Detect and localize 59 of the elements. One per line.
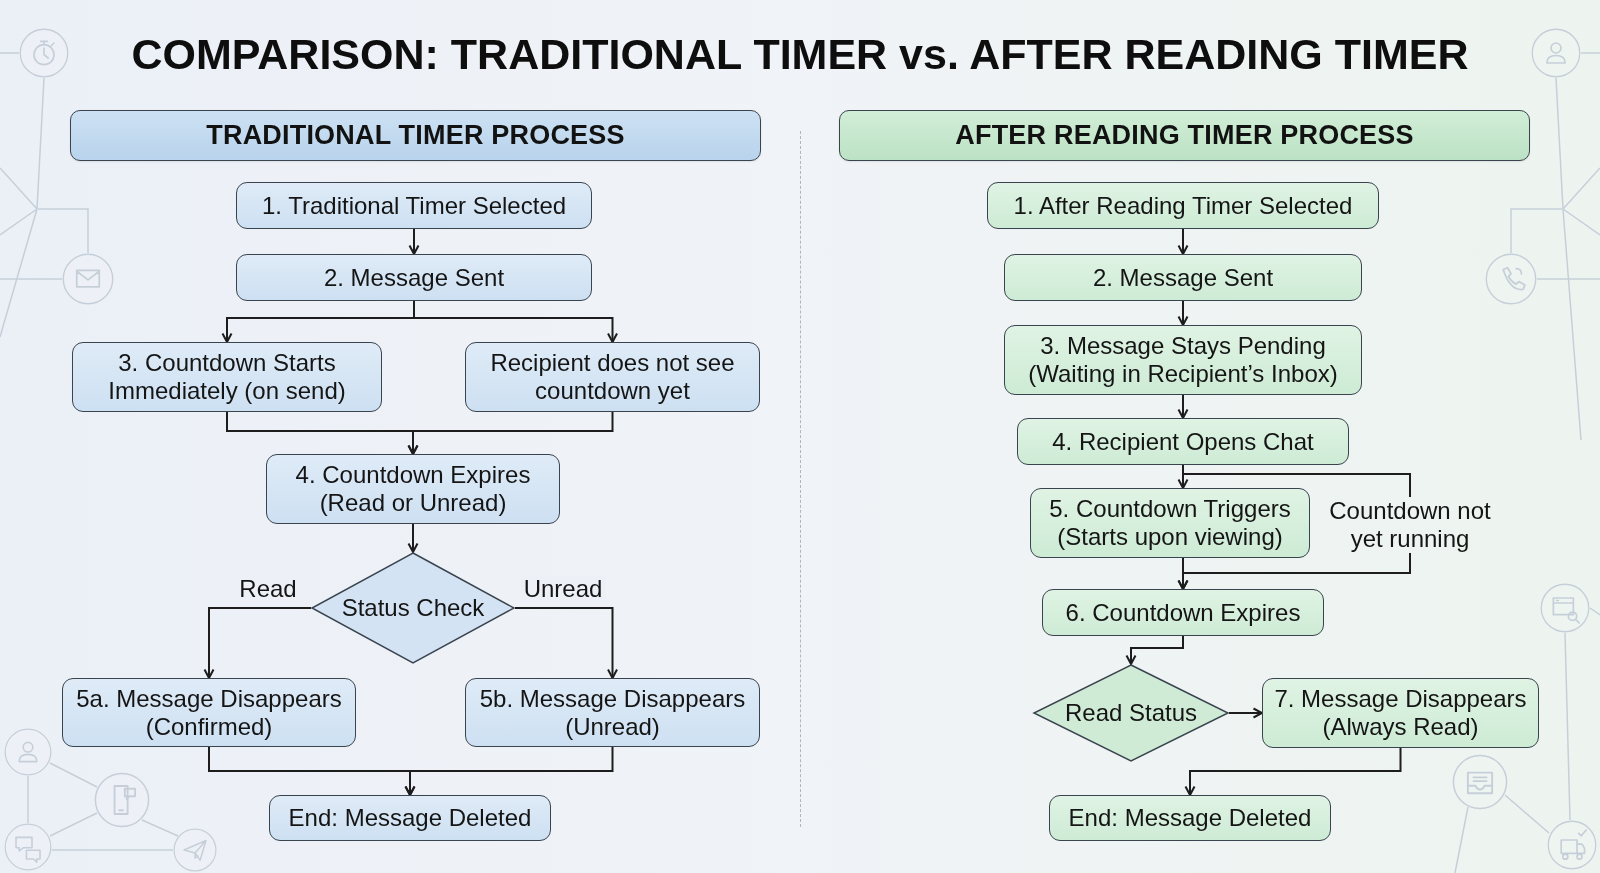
process-box — [465, 342, 760, 412]
decision-text: Status Check — [341, 594, 485, 622]
connector-line — [1182, 464, 1411, 498]
step-text: 5b. Message Disappears (Unread) — [478, 684, 747, 741]
arrow — [1228, 707, 1263, 719]
step-text: 1. After Reading Timer Selected — [1013, 191, 1353, 220]
step-text: 6. Countdown Expires — [1065, 598, 1301, 627]
arrow — [1177, 300, 1189, 326]
step-text: Recipient does not see countdown yet — [489, 349, 736, 405]
step-text: 3. Message Stays Pending (Waiting in Recipient’s Inbox) — [1027, 332, 1339, 388]
decision-diamond — [311, 552, 515, 664]
section-header — [70, 110, 761, 161]
process-box — [987, 182, 1379, 229]
decision-diamond — [1033, 664, 1229, 762]
process-box — [1042, 589, 1324, 636]
arrow — [413, 317, 618, 343]
connector-line — [413, 300, 415, 319]
arrow — [1125, 635, 1184, 665]
section-title: TRADITIONAL TIMER PROCESS — [206, 119, 625, 152]
arrow — [407, 411, 614, 455]
process-box — [266, 454, 560, 524]
process-box — [1030, 488, 1310, 558]
step-text: 5a. Message Disappears (Confirmed) — [75, 684, 343, 741]
process-box — [269, 795, 551, 841]
step-text: 3. Countdown Starts Immediately (on send) — [107, 349, 347, 405]
step-text: 4. Countdown Expires (Read or Unread) — [294, 461, 532, 517]
step-text: 2. Message Sent — [323, 263, 505, 292]
arrow — [407, 523, 419, 553]
arrow — [408, 228, 420, 255]
arrow — [514, 607, 618, 679]
step-text: End: Message Deleted — [288, 804, 532, 832]
step-text: 2. Message Sent — [1092, 263, 1274, 292]
step-text: 1. Traditional Timer Selected — [261, 191, 567, 220]
step-text: 7. Message Disappears (Always Read) — [1273, 685, 1528, 741]
arrow — [221, 317, 415, 343]
process-box — [1262, 678, 1539, 748]
process-box — [1004, 254, 1362, 301]
process-box — [236, 182, 592, 229]
process-box — [465, 678, 760, 747]
process-box — [236, 254, 592, 301]
arrow — [203, 607, 312, 679]
arrow — [1177, 552, 1411, 590]
arrow — [404, 746, 614, 796]
step-text: 5. Countdown Triggers (Starts upon viewing) — [1048, 495, 1292, 551]
step-text: 4. Recipient Opens Chat — [1052, 427, 1314, 456]
process-box — [62, 678, 356, 747]
process-box — [1004, 325, 1362, 395]
process-box — [72, 342, 382, 412]
step-text: End: Message Deleted — [1068, 804, 1312, 832]
section-title: AFTER READING TIMER PROCESS — [955, 119, 1414, 152]
arrow — [1177, 228, 1189, 255]
diagram-title: COMPARISON: TRADITIONAL TIMER vs. AFTER READING TIMER — [131, 29, 1469, 79]
section-header — [839, 110, 1530, 161]
process-box — [1017, 418, 1349, 465]
annotation-text: Countdown not yet running — [1320, 497, 1500, 553]
arrow — [1184, 747, 1402, 796]
decision-text: Read Status — [1064, 699, 1198, 727]
process-box — [1049, 795, 1331, 841]
arrow — [1177, 394, 1189, 419]
